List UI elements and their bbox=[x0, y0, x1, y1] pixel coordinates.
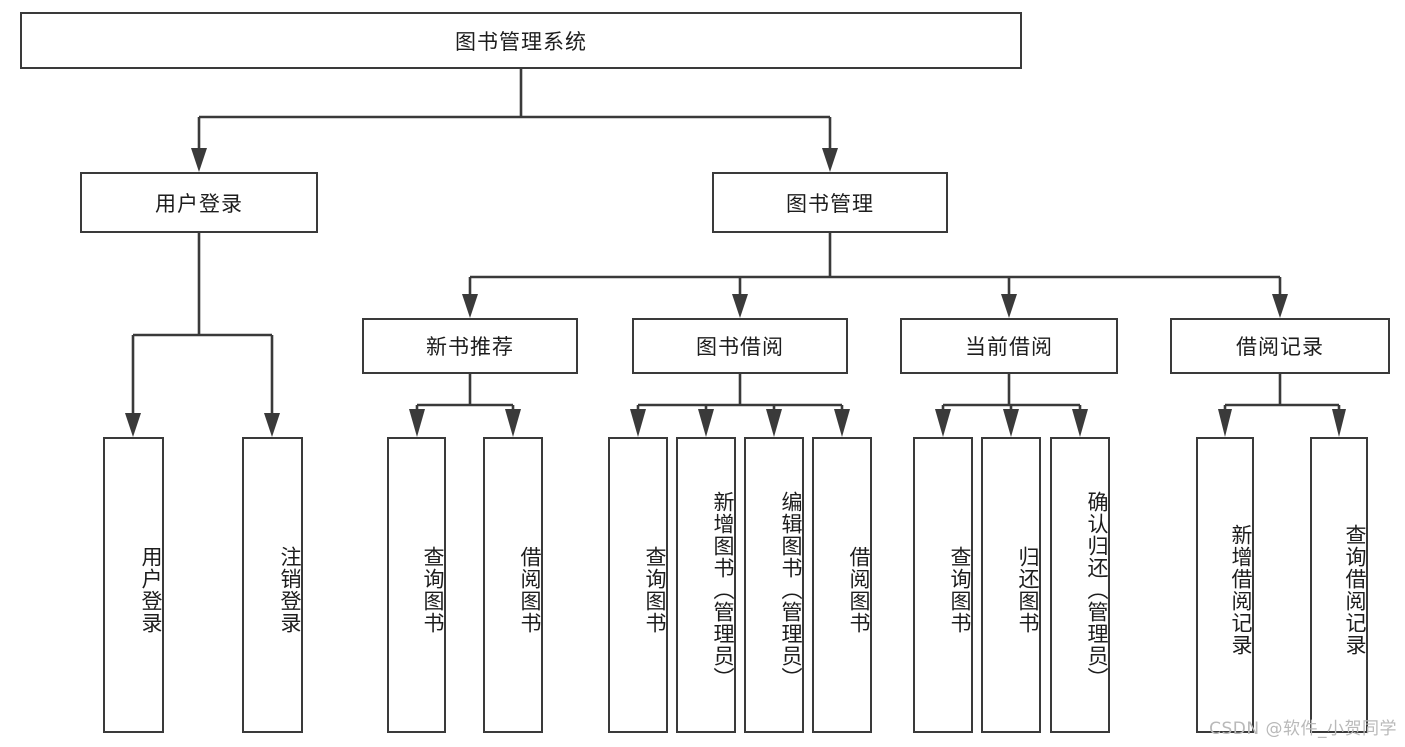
node-book-management-label: 图书管理 bbox=[786, 191, 874, 216]
node-leaf-query-book-borrow-label: 查询图书 bbox=[643, 546, 667, 634]
arrowhead-borrow-c4 bbox=[834, 409, 850, 437]
node-user-login[interactable]: 用户登录 bbox=[80, 172, 318, 233]
arrowhead-user-login-c1 bbox=[125, 413, 141, 437]
arrowhead-record-c2 bbox=[1332, 409, 1346, 437]
arrowhead-borrow-c2 bbox=[698, 409, 714, 437]
arrowhead-to-book-mgmt bbox=[822, 148, 838, 172]
node-leaf-query-book-borrow[interactable]: 查询图书 bbox=[608, 437, 668, 733]
node-leaf-borrow-book-label: 借阅图书 bbox=[847, 546, 871, 634]
node-leaf-query-book-rec-label: 查询图书 bbox=[421, 546, 445, 634]
watermark: CSDN @软件_小贺同学 bbox=[1209, 719, 1397, 739]
node-leaf-query-borrow-record[interactable]: 查询借阅记录 bbox=[1310, 437, 1368, 733]
arrowhead-borrow-c3 bbox=[766, 409, 782, 437]
arrowhead-current-c1 bbox=[935, 409, 951, 437]
node-leaf-add-book-admin[interactable]: 新增图书（管理员） bbox=[676, 437, 736, 733]
node-leaf-query-book-rec[interactable]: 查询图书 bbox=[387, 437, 446, 733]
arrowhead-user-login-c2 bbox=[264, 413, 280, 437]
node-leaf-add-borrow-record[interactable]: 新增借阅记录 bbox=[1196, 437, 1254, 733]
arrowhead-new-book-c1 bbox=[409, 409, 425, 437]
node-leaf-logout[interactable]: 注销登录 bbox=[242, 437, 303, 733]
node-borrow-record-label: 借阅记录 bbox=[1236, 335, 1324, 359]
node-new-book-recommend[interactable]: 新书推荐 bbox=[362, 318, 578, 374]
node-leaf-user-login-label: 用户登录 bbox=[139, 546, 163, 634]
node-leaf-borrow-book-rec[interactable]: 借阅图书 bbox=[483, 437, 543, 733]
node-leaf-logout-label: 注销登录 bbox=[278, 546, 302, 634]
node-leaf-borrow-book-rec-label: 借阅图书 bbox=[518, 546, 542, 634]
node-new-book-recommend-label: 新书推荐 bbox=[426, 335, 514, 359]
arrowhead-to-user-login bbox=[191, 148, 207, 172]
node-current-borrow[interactable]: 当前借阅 bbox=[900, 318, 1118, 374]
arrowhead-current-c2 bbox=[1003, 409, 1019, 437]
node-leaf-user-login[interactable]: 用户登录 bbox=[103, 437, 164, 733]
node-leaf-borrow-book[interactable]: 借阅图书 bbox=[812, 437, 872, 733]
node-current-borrow-label: 当前借阅 bbox=[965, 335, 1053, 359]
node-user-login-label: 用户登录 bbox=[155, 191, 243, 216]
node-book-borrow[interactable]: 图书借阅 bbox=[632, 318, 848, 374]
node-leaf-query-book-current-label: 查询图书 bbox=[948, 546, 972, 634]
node-leaf-return-book-label: 归还图书 bbox=[1016, 546, 1040, 634]
node-leaf-add-borrow-record-label: 新增借阅记录 bbox=[1229, 524, 1253, 656]
node-borrow-record[interactable]: 借阅记录 bbox=[1170, 318, 1390, 374]
node-leaf-add-book-admin-label: 新增图书（管理员） bbox=[711, 491, 735, 689]
arrowhead-current-c3 bbox=[1072, 409, 1088, 437]
node-root-system-label: 图书管理系统 bbox=[455, 29, 587, 54]
arrowhead-book-mgmt-c1 bbox=[462, 294, 478, 318]
node-leaf-edit-book-admin[interactable]: 编辑图书（管理员） bbox=[744, 437, 804, 733]
arrowhead-book-mgmt-c2 bbox=[732, 294, 748, 318]
arrowhead-borrow-c1 bbox=[630, 409, 646, 437]
node-leaf-edit-book-admin-label: 编辑图书（管理员） bbox=[779, 491, 803, 689]
node-leaf-query-borrow-record-label: 查询借阅记录 bbox=[1343, 524, 1367, 656]
node-root-system[interactable]: 图书管理系统 bbox=[20, 12, 1022, 69]
arrowhead-new-book-c2 bbox=[505, 409, 521, 437]
arrowhead-book-mgmt-c4 bbox=[1272, 294, 1288, 318]
node-leaf-query-book-current[interactable]: 查询图书 bbox=[913, 437, 973, 733]
node-book-borrow-label: 图书借阅 bbox=[696, 335, 784, 359]
arrowhead-record-c1 bbox=[1218, 409, 1232, 437]
node-leaf-return-book[interactable]: 归还图书 bbox=[981, 437, 1041, 733]
node-leaf-confirm-return-admin-label: 确认归还（管理员） bbox=[1085, 491, 1109, 689]
node-leaf-confirm-return-admin[interactable]: 确认归还（管理员） bbox=[1050, 437, 1110, 733]
arrowhead-book-mgmt-c3 bbox=[1001, 294, 1017, 318]
node-book-management[interactable]: 图书管理 bbox=[712, 172, 948, 233]
